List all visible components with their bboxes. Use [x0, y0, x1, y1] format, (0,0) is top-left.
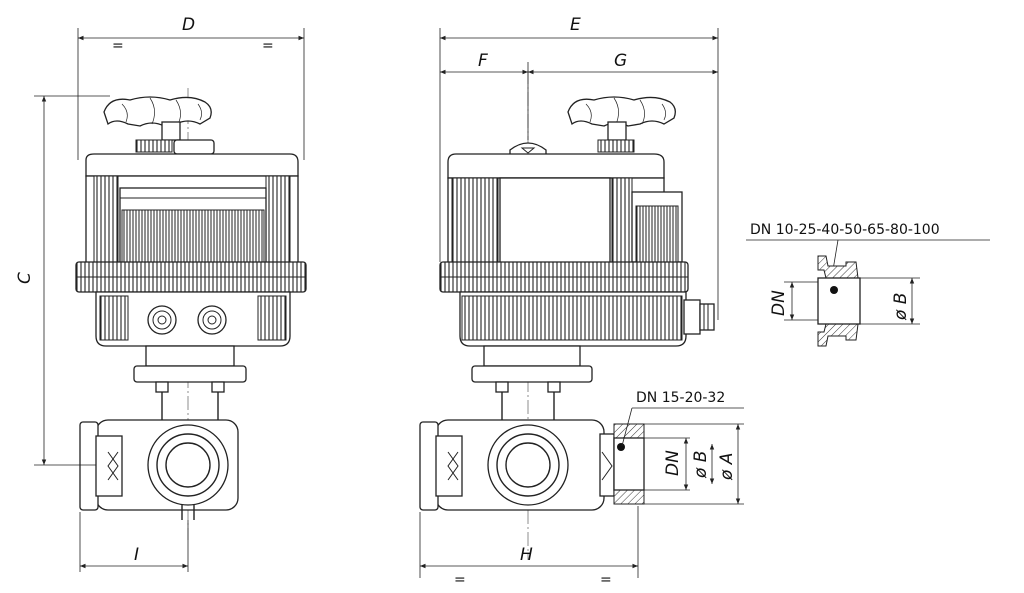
- valve-body-left: [79, 419, 239, 520]
- handwheel-right: [567, 96, 676, 153]
- cable-gland-left-2: [197, 305, 227, 335]
- actuator-cover-left: [85, 153, 299, 177]
- valve-body-right: [419, 419, 645, 511]
- dim-E-label: E: [570, 15, 581, 35]
- dim-phiA-thread: ø A: [717, 453, 737, 481]
- dim-H-label: H: [520, 545, 533, 565]
- dim-DN-clamp: DN: [769, 290, 789, 316]
- dim-H-eq-right: =: [600, 572, 612, 588]
- front-view: D = = C I: [15, 15, 307, 572]
- side-view: E F G H = = DN 15-20-32 DN ø B ø A: [419, 15, 744, 588]
- cable-gland-left-1: [147, 305, 177, 335]
- dim-H-eq-left: =: [454, 572, 466, 588]
- dim-D-eq-left: =: [112, 38, 124, 54]
- dim-phiB-thread: ø B: [691, 451, 711, 479]
- handwheel-left: [103, 96, 215, 155]
- thread-sizes-note: DN 15-20-32: [636, 390, 725, 406]
- clamp-detail: DN 10-25-40-50-65-80-100 DN ø B: [746, 222, 990, 347]
- dim-I-label: I: [134, 545, 139, 565]
- dim-phiB-clamp: ø B: [891, 293, 911, 321]
- dim-G-label: G: [614, 51, 627, 71]
- dim-DN-thread: DN: [663, 450, 683, 476]
- dim-D-eq-right: =: [262, 38, 274, 54]
- clamp-sizes-note: DN 10-25-40-50-65-80-100: [750, 222, 940, 238]
- dim-F-label: F: [478, 51, 488, 71]
- dim-C-label: C: [15, 272, 35, 284]
- dim-D-label: D: [182, 15, 195, 35]
- cable-gland-side: [683, 299, 715, 335]
